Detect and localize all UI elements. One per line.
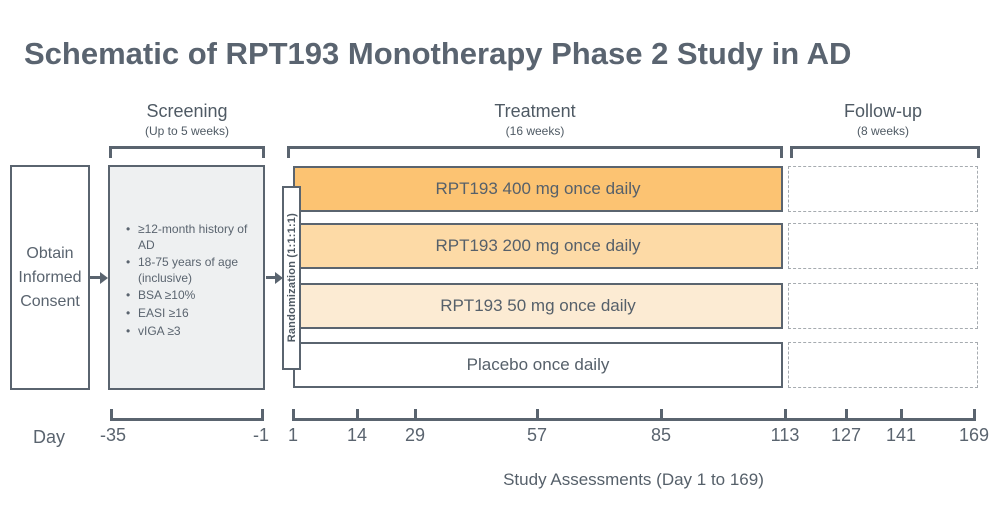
phase-duration-treatment: (16 weeks) xyxy=(505,124,565,138)
day-axis-tick-label: 29 xyxy=(404,425,426,445)
screening-day-axis: -35 -1 xyxy=(100,409,269,445)
followup-box xyxy=(788,223,978,269)
day-axis-tick xyxy=(659,409,663,421)
day-axis-tick xyxy=(413,409,417,421)
phase-name-screening: Screening xyxy=(146,101,228,121)
treatment-arm-label: RPT193 50 mg once daily xyxy=(440,296,636,315)
day-axis-tick xyxy=(355,409,359,421)
treatment-day-axis: 1 14 29 57 85 113 127 141 169 xyxy=(288,409,989,445)
day-axis-tick-label: -1 xyxy=(252,425,270,445)
treatment-arm-label: RPT193 400 mg once daily xyxy=(435,179,641,198)
day-axis-tick-label: 141 xyxy=(885,425,917,445)
phase-header-screening: Screening (Up to 5 weeks) xyxy=(109,101,265,138)
day-axis-tick xyxy=(783,409,787,421)
screening-criterion: 18-75 years of age (inclusive) xyxy=(125,255,257,286)
phase-name-followup: Follow-up xyxy=(843,101,923,121)
day-axis-tick xyxy=(535,409,539,421)
phase-header-followup: Follow-up (8 weeks) xyxy=(785,101,981,138)
treatment-arm-bar: Placebo once daily xyxy=(293,342,783,388)
day-axis-tick-label: 85 xyxy=(650,425,672,445)
screening-criterion: BSA ≥10% xyxy=(125,288,257,304)
study-assessments-label: Study Assessments (Day 1 to 169) xyxy=(503,470,764,489)
treatment-arm-bar: RPT193 50 mg once daily xyxy=(293,283,783,329)
obtain-informed-consent-box: Obtain Informed Consent xyxy=(10,165,90,390)
day-axis-tick xyxy=(972,409,976,421)
consent-to-screening-arrow xyxy=(90,276,100,279)
screening-span-bracket xyxy=(109,146,265,158)
screening-criteria-list: ≥12-month history of AD18-75 years of ag… xyxy=(110,222,263,339)
followup-box xyxy=(788,166,978,212)
phase-name-treatment: Treatment xyxy=(494,101,576,121)
randomization-label: Randomization (1:1:1:1) xyxy=(285,213,298,343)
day-axis-tick xyxy=(291,409,295,421)
screening-to-randomization-arrow xyxy=(266,276,275,279)
screening-criterion: EASI ≥16 xyxy=(125,306,257,322)
screening-criterion: ≥12-month history of AD xyxy=(125,222,257,253)
followup-box xyxy=(788,283,978,329)
day-axis-tick-label: -35 xyxy=(99,425,127,445)
day-axis-tick xyxy=(844,409,848,421)
page-title: Schematic of RPT193 Monotherapy Phase 2 … xyxy=(24,36,852,71)
treatment-arm-label: Placebo once daily xyxy=(466,355,610,374)
day-axis-tick-label: 127 xyxy=(830,425,862,445)
treatment-arm-label: RPT193 200 mg once daily xyxy=(435,236,641,255)
phase-duration-screening: (Up to 5 weeks) xyxy=(144,124,230,138)
day-axis-tick-label: 113 xyxy=(770,425,800,445)
treatment-span-bracket xyxy=(287,146,783,158)
day-axis-tick-label: 1 xyxy=(287,425,299,445)
phase-header-treatment: Treatment (16 weeks) xyxy=(287,101,783,138)
phase-duration-followup: (8 weeks) xyxy=(856,124,909,138)
treatment-arm-bar: RPT193 400 mg once daily xyxy=(293,166,783,212)
day-axis-title: Day xyxy=(33,427,66,447)
day-axis-tick-label: 14 xyxy=(346,425,368,445)
randomization-box: Randomization (1:1:1:1) xyxy=(282,186,301,370)
day-axis-tick-label: 57 xyxy=(526,425,548,445)
treatment-arm-bar: RPT193 200 mg once daily xyxy=(293,223,783,269)
screening-criterion: vIGA ≥3 xyxy=(125,324,257,340)
followup-box xyxy=(788,342,978,388)
followup-span-bracket xyxy=(790,146,980,158)
screening-criteria-box: ≥12-month history of AD18-75 years of ag… xyxy=(108,165,265,390)
day-axis-tick xyxy=(899,409,903,421)
obtain-informed-consent-label: Obtain Informed Consent xyxy=(18,244,82,310)
day-axis-tick-label: 169 xyxy=(958,425,990,445)
